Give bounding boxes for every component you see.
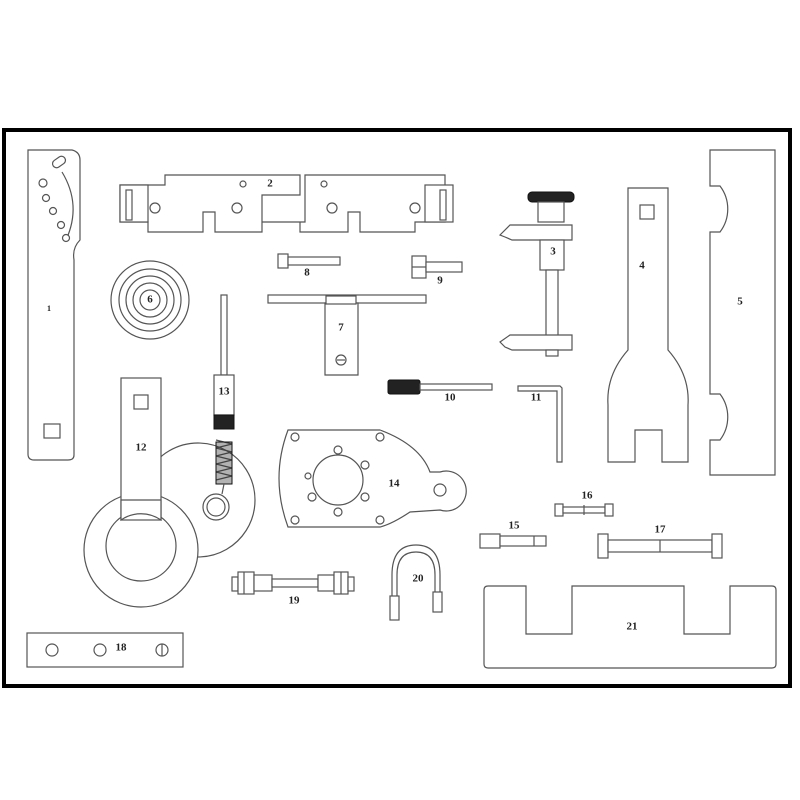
label-3: 3 xyxy=(550,246,556,258)
tool-1-crank-holder xyxy=(27,149,81,461)
label-8: 8 xyxy=(304,267,310,279)
tool-2-camshaft-lock-bar xyxy=(119,174,454,233)
label-4: 4 xyxy=(639,260,645,272)
label-18: 18 xyxy=(116,642,128,654)
tool-10-knurled-pin xyxy=(387,379,493,395)
label-2: 2 xyxy=(267,178,273,190)
label-17: 17 xyxy=(655,524,667,536)
tool-18-flat-bar xyxy=(26,632,184,668)
label-1: 1 xyxy=(47,304,51,313)
tool-9-bolt xyxy=(411,255,463,279)
tool-11-hex-key xyxy=(517,385,563,463)
label-6: 6 xyxy=(147,294,153,306)
label-10: 10 xyxy=(445,392,457,404)
label-19: 19 xyxy=(289,595,301,607)
tool-6-pulley xyxy=(110,260,190,340)
label-13: 13 xyxy=(219,386,231,398)
tool-4-open-end-lever xyxy=(607,187,689,463)
label-12: 12 xyxy=(136,442,148,454)
label-15: 15 xyxy=(509,520,521,532)
tool-12-ring-holder xyxy=(83,377,256,608)
label-5: 5 xyxy=(737,296,743,308)
tool-16-small-rod xyxy=(554,503,614,517)
tool-14-flange-plate xyxy=(278,429,467,528)
tool-3-clamp-press xyxy=(498,191,575,357)
tool-7-t-bar xyxy=(267,294,427,376)
tool-19-rod-assembly xyxy=(231,571,355,595)
tool-8-pin xyxy=(277,253,341,269)
tool-5-bracket-plate xyxy=(709,149,776,476)
label-16: 16 xyxy=(582,490,594,502)
label-11: 11 xyxy=(531,392,541,404)
label-20: 20 xyxy=(413,573,425,585)
tool-13-spring-pin xyxy=(202,294,235,521)
label-21: 21 xyxy=(627,621,638,633)
label-7: 7 xyxy=(338,322,344,334)
tool-21-notched-plate xyxy=(483,585,777,669)
tool-20-u-clip xyxy=(389,544,443,621)
tool-15-sleeve xyxy=(479,533,547,549)
label-9: 9 xyxy=(437,275,443,287)
tool-17-long-rod xyxy=(597,533,723,559)
label-14: 14 xyxy=(389,478,401,490)
